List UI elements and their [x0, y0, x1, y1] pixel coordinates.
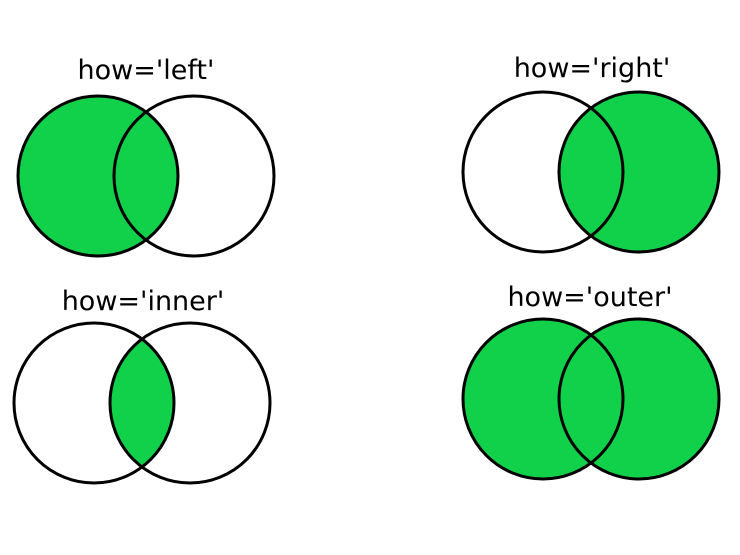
- venn-title-left: how='left': [78, 55, 215, 86]
- right-set-outline: [108, 321, 272, 485]
- left-set-outline: [16, 94, 180, 258]
- venn-left-join: how='left': [16, 55, 276, 258]
- venn-title-inner: how='inner': [62, 286, 225, 317]
- right-set-outline: [557, 317, 721, 481]
- venn-shapes-left: [16, 94, 276, 258]
- intersection-region: [110, 339, 175, 467]
- venn-shapes-right: [461, 90, 721, 254]
- intersection-region: [113, 112, 178, 240]
- intersection-region: [559, 108, 623, 236]
- venn-inner-join: how='inner': [12, 286, 272, 485]
- venn-shapes-inner: [12, 321, 272, 485]
- right-set-outline: [557, 90, 721, 254]
- left-set-outline: [461, 90, 625, 254]
- left-set-outline: [12, 321, 176, 485]
- left-set-outline: [461, 317, 625, 481]
- right-set-outline: [112, 94, 276, 258]
- venn-title-outer: how='outer': [507, 282, 672, 313]
- intersection-region: [559, 335, 623, 463]
- venn-title-right: how='right': [514, 53, 671, 84]
- venn-outer-join: how='outer': [461, 282, 721, 481]
- venn-right-join: how='right': [461, 53, 721, 254]
- venn-shapes-outer: [461, 317, 721, 481]
